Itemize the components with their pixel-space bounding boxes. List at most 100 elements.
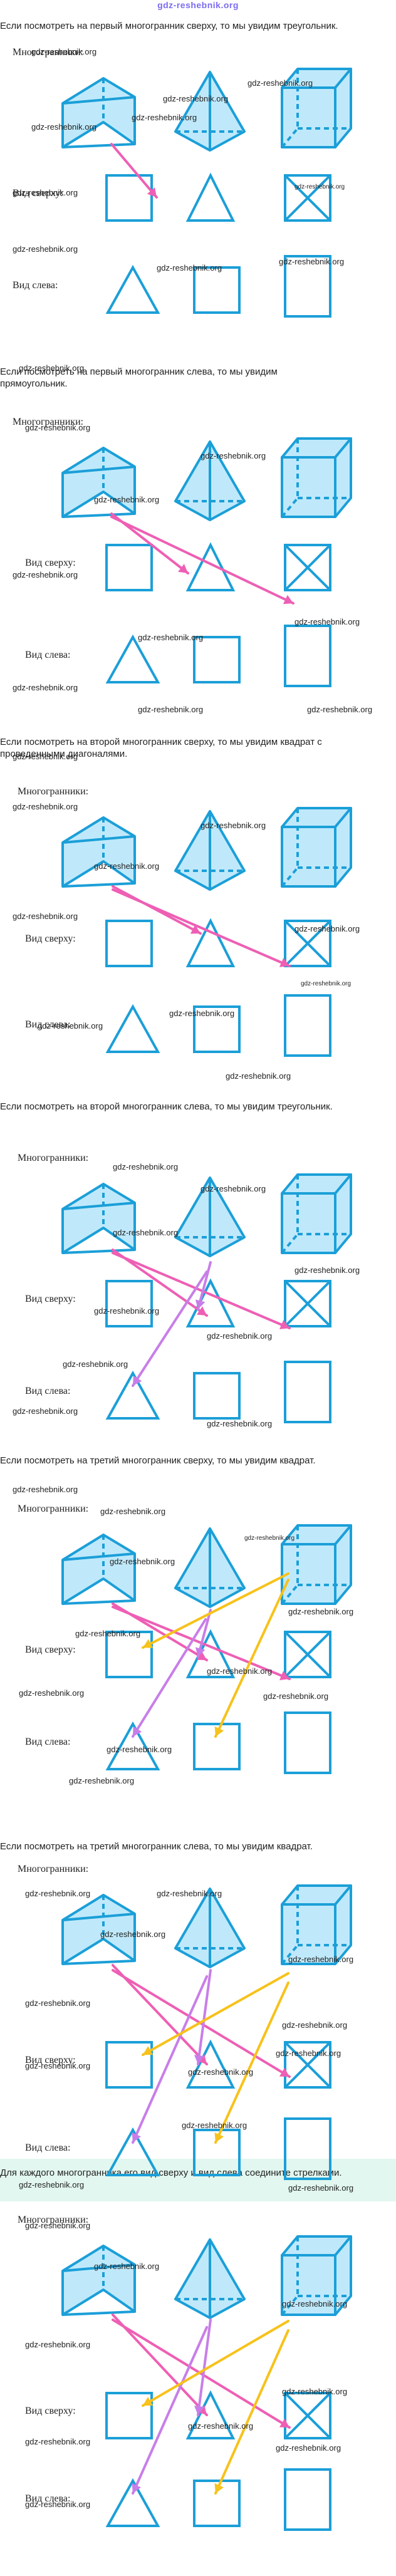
watermark: gdz-reshebnik.org bbox=[138, 705, 204, 714]
watermark: gdz-reshebnik.org bbox=[19, 363, 85, 373]
watermark: gdz-reshebnik.org bbox=[100, 1929, 166, 1939]
label-left-view-5: Вид слева: bbox=[25, 1737, 71, 1747]
label-left-view-1: Вид слева: bbox=[13, 280, 58, 291]
triangular-prism-icon bbox=[61, 816, 136, 888]
watermark: gdz-reshebnik.org bbox=[25, 1889, 91, 1898]
watermark: gdz-reshebnik.org bbox=[25, 2437, 91, 2446]
watermark: gdz-reshebnik.org bbox=[244, 1535, 295, 1542]
watermark: gdz-reshebnik.org bbox=[25, 423, 91, 432]
watermark: gdz-reshebnik.org bbox=[294, 617, 360, 626]
connection-arrow bbox=[142, 1972, 289, 2056]
label-polyhedra-5: Многогранники: bbox=[18, 1504, 89, 1514]
watermark: gdz-reshebnik.org bbox=[207, 1666, 273, 1676]
left-views bbox=[105, 2468, 331, 2531]
watermark: gdz-reshebnik.org bbox=[13, 1406, 78, 1416]
triangular-prism-icon bbox=[61, 1183, 136, 1254]
connection-arrow bbox=[195, 1261, 212, 1311]
connection-arrow bbox=[214, 2329, 289, 2495]
label-polyhedra-6: Многогранники: bbox=[18, 1864, 89, 1874]
watermark: gdz-reshebnik.org bbox=[201, 451, 266, 460]
watermark: gdz-reshebnik.org bbox=[182, 2121, 248, 2130]
label-top-view-2: Вид сверху: bbox=[25, 558, 76, 568]
pyramid-icon bbox=[174, 1888, 246, 1968]
pyramid-icon bbox=[174, 440, 246, 521]
left-views bbox=[105, 2117, 331, 2180]
diagram-section-3 bbox=[61, 807, 352, 1057]
connection-arrow bbox=[194, 2319, 212, 2416]
caption-2: Если посмотреть на первый многогранник с… bbox=[0, 366, 278, 389]
connection-arrow bbox=[132, 1975, 208, 2144]
pyramid-icon bbox=[174, 2238, 246, 2319]
connection-arrow bbox=[112, 888, 291, 967]
watermark: gdz-reshebnik.org bbox=[75, 1629, 141, 1638]
connection-arrow bbox=[132, 1618, 207, 1738]
watermark: gdz-reshebnik.org bbox=[282, 2299, 348, 2309]
watermark: gdz-reshebnik.org bbox=[157, 1889, 222, 1898]
connection-arrow bbox=[142, 2320, 289, 2407]
watermark: gdz-reshebnik.org bbox=[13, 188, 78, 197]
connection-arrow bbox=[110, 143, 158, 199]
watermark: gdz-reshebnik.org bbox=[25, 2500, 91, 2509]
caption-5: Если посмотреть на третий многогранник с… bbox=[0, 1455, 316, 1466]
connection-arrow bbox=[214, 1579, 289, 1738]
watermark: gdz-reshebnik.org bbox=[263, 1691, 329, 1701]
watermark: gdz-reshebnik.org bbox=[113, 1162, 179, 1171]
watermark: gdz-reshebnik.org bbox=[276, 2443, 341, 2453]
watermark: gdz-reshebnik.org bbox=[201, 1184, 266, 1193]
label-left-view-4: Вид слева: bbox=[25, 1386, 71, 1396]
caption-4: Если посмотреть на второй многогранник с… bbox=[0, 1101, 333, 1112]
watermark: gdz-reshebnik.org bbox=[31, 122, 97, 132]
diagram-section-6 bbox=[61, 1884, 352, 2180]
label-polyhedra-4: Многогранники: bbox=[18, 1153, 89, 1163]
watermark: gdz-reshebnik.org bbox=[107, 1745, 172, 1754]
watermark: gdz-reshebnik.org bbox=[207, 1419, 273, 1428]
watermark: gdz-reshebnik.org bbox=[169, 1009, 235, 1018]
pyramid-icon bbox=[174, 1527, 246, 1608]
watermark: gdz-reshebnik.org bbox=[288, 1955, 354, 1964]
diagram-section-4 bbox=[61, 1173, 352, 1423]
label-left-view-6: Вид слева: bbox=[25, 2142, 71, 2153]
left-views bbox=[105, 625, 331, 687]
watermark: gdz-reshebnik.org bbox=[288, 1607, 354, 1616]
label-polyhedra-2: Многогранники: bbox=[13, 417, 84, 427]
watermark: gdz-reshebnik.org bbox=[201, 821, 266, 830]
watermark: gdz-reshebnik.org bbox=[132, 113, 197, 122]
label-left-view-3: Вид слева: bbox=[25, 1019, 71, 1030]
left-views bbox=[105, 1361, 331, 1423]
watermark: gdz-reshebnik.org bbox=[276, 2049, 341, 2058]
left-views bbox=[105, 1711, 331, 1774]
connection-arrow bbox=[132, 2326, 208, 2495]
watermark: gdz-reshebnik.org bbox=[94, 2262, 160, 2271]
connection-arrow bbox=[112, 885, 202, 935]
label-polyhedra-1: Многогранники: bbox=[13, 47, 84, 58]
label-left-view-7: Вид слева: bbox=[25, 2493, 71, 2504]
label-top-view-3: Вид сверху: bbox=[25, 933, 76, 944]
connection-arrow bbox=[194, 1969, 212, 2065]
pyramid-icon bbox=[174, 810, 246, 891]
watermark: gdz-reshebnik.org bbox=[282, 2020, 348, 2030]
watermark: gdz-reshebnik.org bbox=[100, 1507, 166, 1516]
watermark: gdz-reshebnik.org bbox=[279, 257, 345, 266]
label-top-view-5: Вид сверху: bbox=[25, 1644, 76, 1655]
connection-arrow bbox=[214, 1981, 289, 2144]
watermark: gdz-reshebnik.org bbox=[157, 263, 222, 273]
watermark: gdz-reshebnik.org bbox=[13, 244, 78, 254]
connection-arrow bbox=[110, 516, 294, 605]
watermark: gdz-reshebnik.org bbox=[69, 1776, 135, 1785]
watermark: gdz-reshebnik.org bbox=[294, 924, 360, 933]
watermark: gdz-reshebnik.org bbox=[13, 1485, 78, 1494]
watermark: gdz-reshebnik.org bbox=[13, 752, 78, 761]
diagram-section-2 bbox=[61, 437, 352, 687]
watermark: gdz-reshebnik.org bbox=[288, 2183, 354, 2193]
cube-icon bbox=[281, 1524, 352, 1605]
triangular-prism-icon bbox=[61, 1534, 136, 1605]
watermark: gdz-reshebnik.org bbox=[294, 1265, 360, 1275]
pyramid-icon bbox=[174, 1176, 246, 1257]
site-title: gdz-reshebnik.org bbox=[157, 0, 239, 10]
diagram-section-1 bbox=[61, 68, 352, 318]
watermark: gdz-reshebnik.org bbox=[94, 1306, 160, 1316]
triangular-prism-icon bbox=[61, 2245, 136, 2316]
connection-arrow bbox=[112, 1252, 291, 1329]
watermark: gdz-reshebnik.org bbox=[25, 1998, 91, 2008]
watermark: gdz-reshebnik.org bbox=[226, 1071, 291, 1081]
